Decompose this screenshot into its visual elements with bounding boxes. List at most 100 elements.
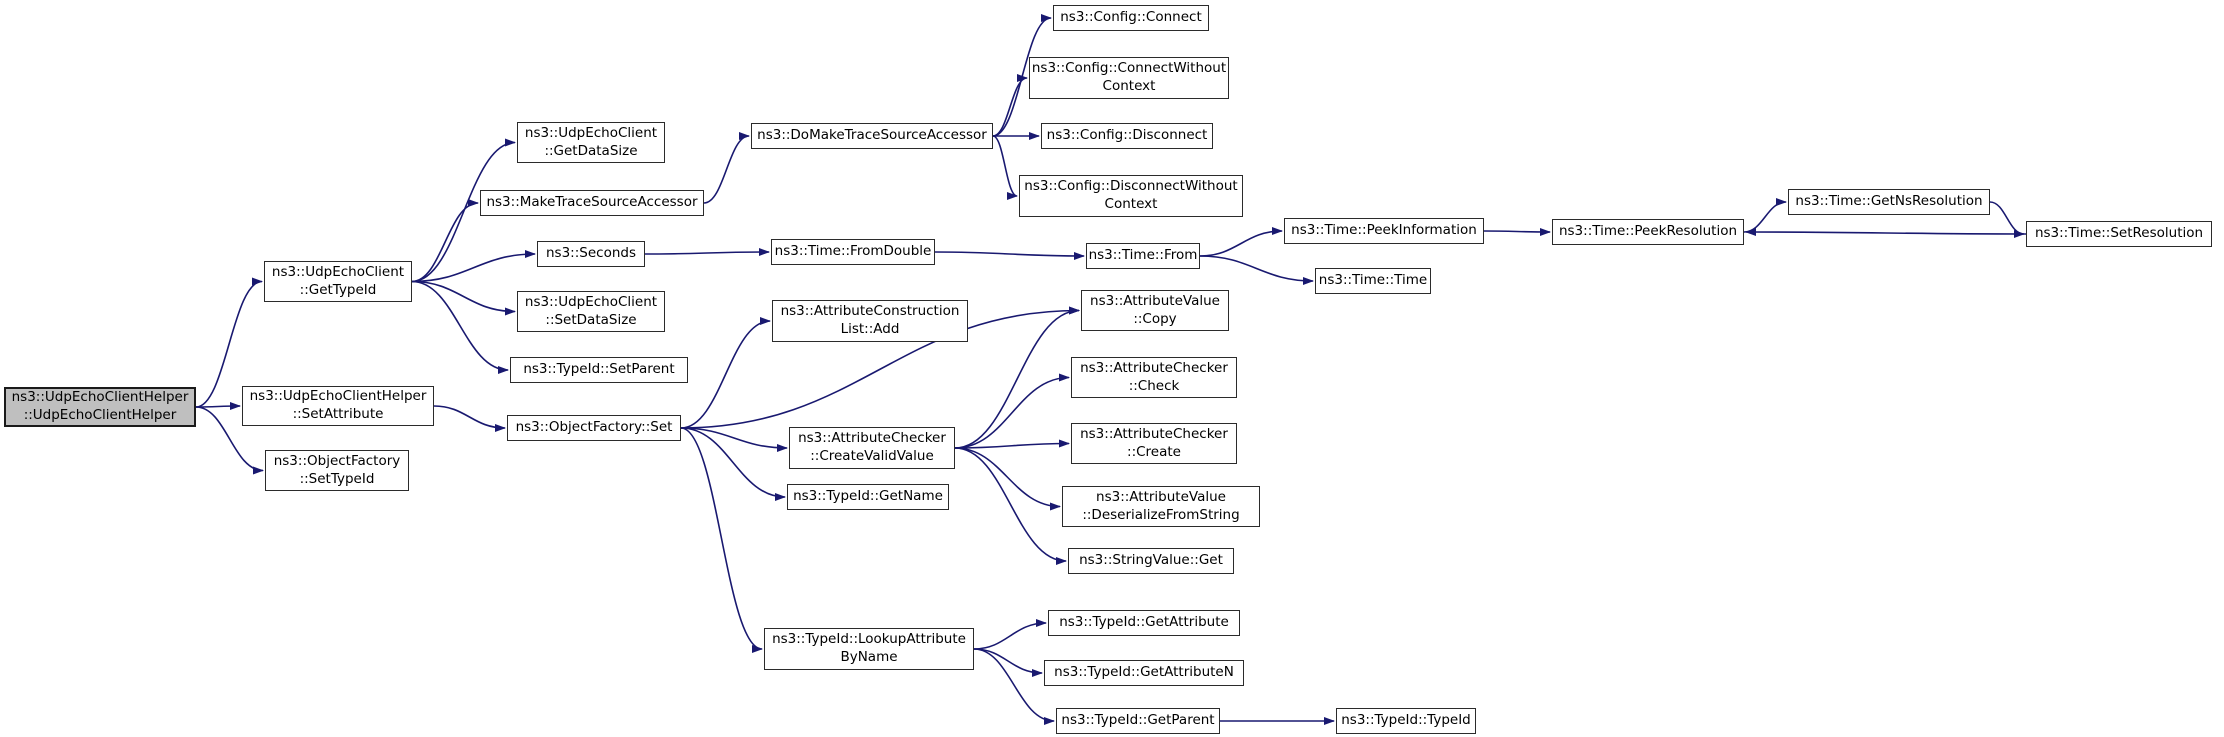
edge-root-to-set-type-id: [195, 406, 264, 475]
node-set-data-size[interactable]: ns3::UdpEchoClient::SetDataSize: [517, 291, 665, 332]
edge-attribute-checker-create-valid-value-to-attribute-checker-create: [954, 439, 1070, 449]
edge-time-get-ns-resolution-to-time-set-resolution: [1989, 201, 2025, 238]
node-label-line: ns3::UdpEchoClient: [524, 293, 658, 310]
node-type-id-get-attribute[interactable]: ns3::TypeId::GetAttribute: [1048, 610, 1240, 636]
edge-root-to-set-attribute: [195, 402, 241, 411]
edge-attribute-checker-create-valid-value-to-attribute-checker-check: [954, 373, 1070, 449]
node-label-line: ::SetDataSize: [545, 311, 637, 328]
node-make-trace-source-accessor[interactable]: ns3::MakeTraceSourceAccessor: [480, 190, 704, 216]
node-attribute-checker-create[interactable]: ns3::AttributeChecker::Create: [1071, 423, 1237, 464]
edge-object-factory-set-to-attribute-checker-create-valid-value: [680, 427, 788, 452]
node-label-line: ::Check: [1128, 377, 1180, 394]
edge-object-factory-set-to-attribute-value-copy: [680, 306, 1080, 429]
edge-set-attribute-to-object-factory-set: [433, 405, 506, 432]
node-label-line: ns3::StringValue::Get: [1079, 552, 1223, 569]
node-label-line: ns3::MakeTraceSourceAccessor: [486, 194, 698, 211]
edge-do-make-trace-source-accessor-to-config-connect-without-context: [992, 74, 1028, 137]
node-label-line: ::Create: [1127, 443, 1181, 460]
node-object-factory-set[interactable]: ns3::ObjectFactory::Set: [507, 415, 681, 441]
node-label-line: ns3::Config::Disconnect: [1046, 127, 1208, 144]
node-label-line: ns3::Config::DisconnectWithout: [1024, 178, 1238, 195]
node-type-id-get-attribute-n[interactable]: ns3::TypeId::GetAttributeN: [1044, 660, 1244, 686]
node-do-make-trace-source-accessor[interactable]: ns3::DoMakeTraceSourceAccessor: [751, 123, 993, 149]
node-label-line: ns3::TypeId::GetName: [793, 488, 943, 505]
node-label-line: ns3::TypeId::TypeId: [1341, 712, 1471, 729]
node-label-line: ::SetAttribute: [292, 406, 384, 422]
node-label-line: ::Copy: [1133, 310, 1177, 327]
node-label-line: ns3::ObjectFactory::Set: [515, 419, 673, 436]
edge-make-trace-source-accessor-to-do-make-trace-source-accessor: [703, 132, 750, 204]
edge-get-type-id-to-get-data-size: [411, 138, 516, 283]
edge-get-type-id-to-make-trace-source-accessor: [411, 199, 479, 283]
node-label-line: ::DeserializeFromString: [1082, 506, 1240, 523]
node-label-line: ns3::Time::From: [1088, 247, 1198, 264]
node-config-disconnect[interactable]: ns3::Config::Disconnect: [1041, 123, 1213, 149]
node-type-id-set-parent[interactable]: ns3::TypeId::SetParent: [510, 357, 688, 383]
node-type-id-get-name[interactable]: ns3::TypeId::GetName: [787, 484, 949, 510]
node-type-id-get-parent[interactable]: ns3::TypeId::GetParent: [1056, 708, 1220, 734]
node-time-time[interactable]: ns3::Time::Time: [1315, 268, 1431, 294]
edge-type-id-lookup-attribute-by-name-to-type-id-get-attribute-n: [973, 648, 1043, 677]
node-label-line: Context: [1102, 78, 1156, 94]
node-label-line: ns3::Config::Connect: [1060, 9, 1202, 26]
edge-do-make-trace-source-accessor-to-config-disconnect-without-context: [992, 135, 1018, 200]
node-set-type-id[interactable]: ns3::ObjectFactory::SetTypeId: [265, 450, 409, 491]
node-label-line: ByName: [840, 649, 898, 665]
node-label-line: Context: [1104, 196, 1158, 212]
node-time-peek-information[interactable]: ns3::Time::PeekInformation: [1284, 218, 1484, 244]
node-type-id-type-id[interactable]: ns3::TypeId::TypeId: [1336, 708, 1476, 734]
edge-attribute-checker-create-valid-value-to-string-value-get: [954, 447, 1067, 565]
node-label-line: ns3::AttributeChecker: [1080, 425, 1228, 442]
node-label-line: ns3::TypeId::LookupAttribute: [772, 631, 966, 648]
node-attribute-checker-check[interactable]: ns3::AttributeChecker::Check: [1071, 357, 1237, 398]
node-label-line: ns3::Time::Time: [1318, 272, 1428, 289]
edge-object-factory-set-to-type-id-get-name: [680, 427, 786, 501]
node-label-line: List::Add: [840, 321, 900, 337]
node-time-get-ns-resolution[interactable]: ns3::Time::GetNsResolution: [1788, 189, 1990, 215]
node-seconds[interactable]: ns3::Seconds: [537, 241, 645, 267]
node-root: ns3::UdpEchoClientHelper::UdpEchoClientH…: [4, 387, 196, 427]
node-time-from-double[interactable]: ns3::Time::FromDouble: [771, 239, 935, 265]
node-label-line: ::CreateValidValue: [810, 448, 934, 464]
node-label-line: ns3::Time::PeekInformation: [1291, 222, 1477, 239]
node-label-line: ns3::AttributeChecker: [798, 430, 946, 447]
edge-root-to-get-type-id: [195, 277, 263, 408]
node-string-value-get[interactable]: ns3::StringValue::Get: [1068, 548, 1234, 574]
node-label-line: ns3::Time::SetResolution: [2034, 225, 2204, 242]
node-time-peek-resolution[interactable]: ns3::Time::PeekResolution: [1552, 219, 1744, 245]
edge-get-type-id-to-set-data-size: [411, 280, 516, 316]
node-attribute-value-deserialize-from-string[interactable]: ns3::AttributeValue::DeserializeFromStri…: [1062, 486, 1260, 527]
edge-type-id-lookup-attribute-by-name-to-type-id-get-attribute: [973, 619, 1047, 650]
node-label-line: ns3::UdpEchoClientHelper: [11, 389, 189, 406]
edge-get-type-id-to-type-id-set-parent: [411, 280, 509, 374]
edge-type-id-lookup-attribute-by-name-to-type-id-get-parent: [973, 648, 1055, 725]
node-get-data-size[interactable]: ns3::UdpEchoClient::GetDataSize: [517, 122, 665, 163]
node-time-set-resolution[interactable]: ns3::Time::SetResolution: [2026, 221, 2212, 247]
node-label-line: ::GetDataSize: [544, 142, 638, 159]
node-label-line: ns3::Time::PeekResolution: [1558, 223, 1738, 240]
node-get-type-id[interactable]: ns3::UdpEchoClient::GetTypeId: [264, 261, 412, 302]
edge-get-type-id-to-seconds: [411, 250, 536, 283]
node-label-line: ns3::TypeId::GetParent: [1061, 712, 1215, 729]
node-attribute-value-copy[interactable]: ns3::AttributeValue::Copy: [1081, 290, 1229, 331]
node-label-line: ns3::TypeId::SetParent: [523, 361, 675, 378]
node-label-line: ns3::ObjectFactory: [273, 452, 401, 469]
edge-attribute-checker-create-valid-value-to-attribute-value-deserialize-from-string: [954, 447, 1061, 511]
edge-time-from-double-to-time-from: [934, 251, 1085, 260]
edge-object-factory-set-to-attribute-construction-list-add: [680, 317, 771, 429]
node-label-line: ns3::UdpEchoClient: [524, 124, 658, 141]
node-time-from[interactable]: ns3::Time::From: [1086, 243, 1200, 269]
node-config-connect[interactable]: ns3::Config::Connect: [1053, 5, 1209, 31]
node-label-line: ns3::Config::ConnectWithout: [1031, 60, 1227, 77]
node-label-line: ::UdpEchoClientHelper: [23, 407, 177, 423]
node-label-line: ns3::DoMakeTraceSourceAccessor: [757, 127, 987, 144]
node-set-attribute[interactable]: ns3::UdpEchoClientHelper::SetAttribute: [242, 386, 434, 426]
node-attribute-checker-create-valid-value[interactable]: ns3::AttributeChecker::CreateValidValue: [789, 427, 955, 469]
node-label-line: ::SetTypeId: [299, 470, 375, 487]
edge-time-from-to-time-peek-information: [1199, 227, 1283, 257]
